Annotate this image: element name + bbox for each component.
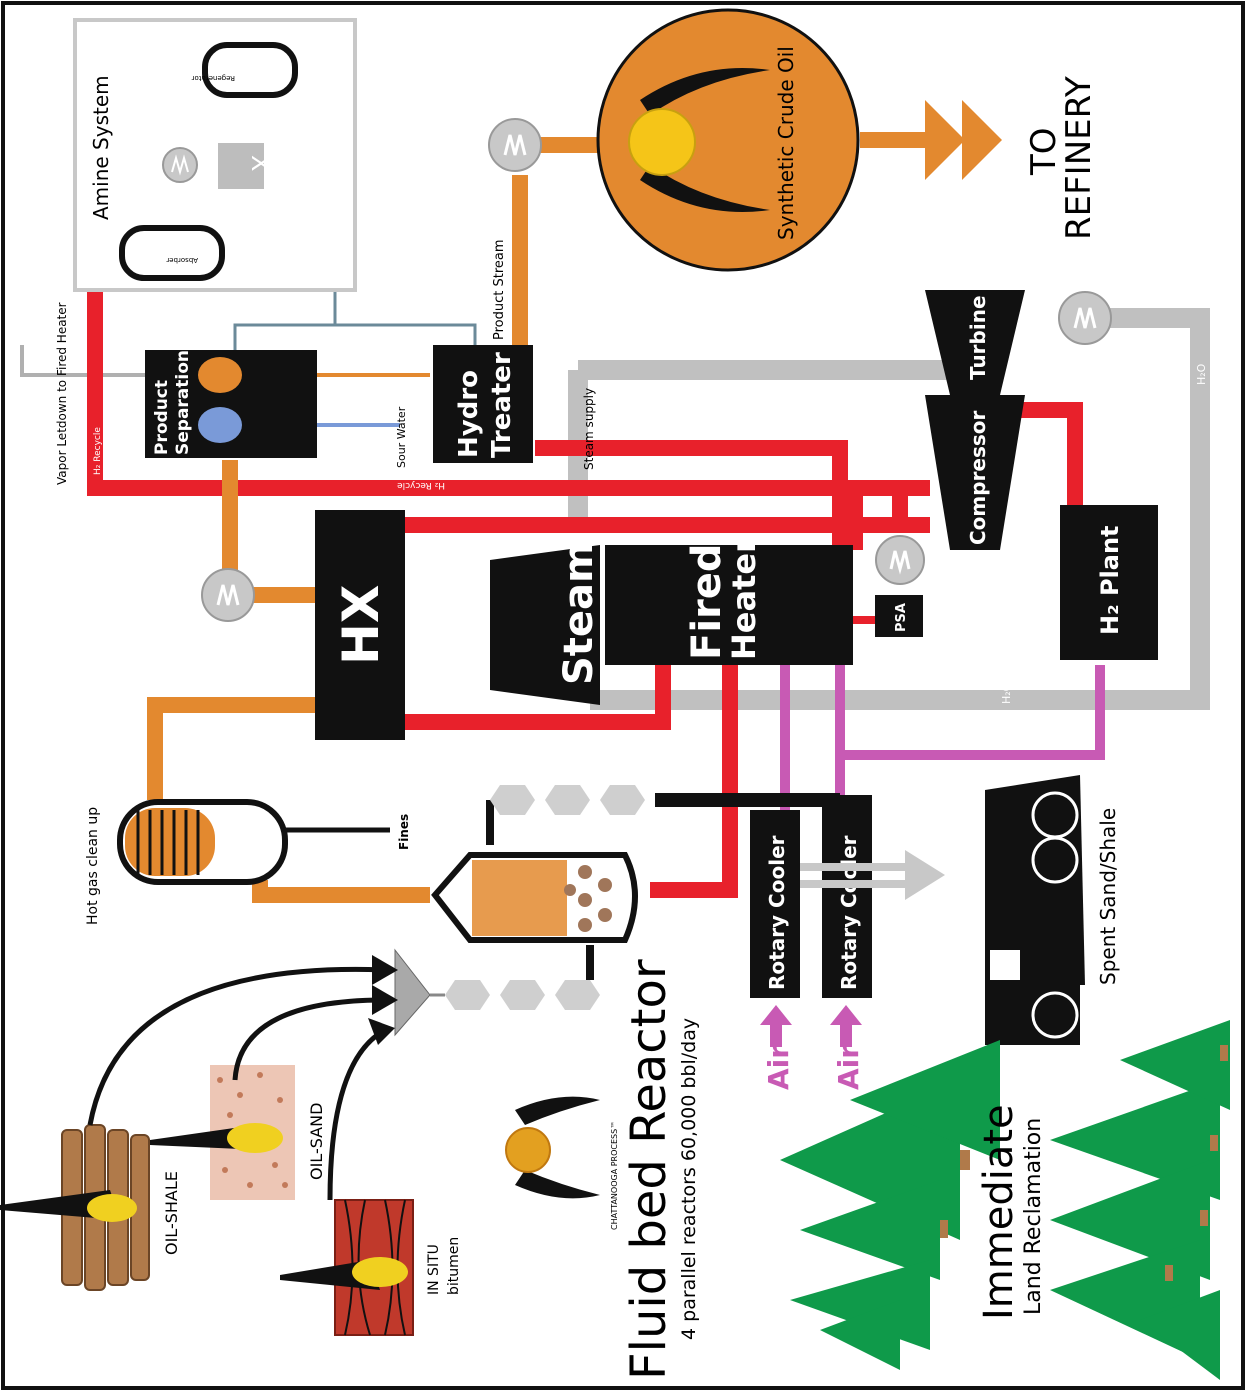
fines-label: Fines — [397, 814, 411, 850]
turbine-pump-icon — [1059, 292, 1111, 344]
immediate-label: Immediate — [976, 1104, 1022, 1320]
hydro-treater-label-1: Hydro — [454, 370, 484, 458]
product-stream-label: Product Stream — [492, 239, 507, 340]
oil-shale-label: OIL-SHALE — [162, 1171, 181, 1255]
refinery-arrow-2 — [962, 100, 1002, 180]
vapor-letdown-label: Vapor Letdown to Fired Heater — [55, 302, 69, 485]
hx-label: HX — [332, 585, 390, 665]
product-separation-label-2: Separation — [173, 350, 193, 455]
oil-sand-label: OIL-SAND — [307, 1103, 326, 1180]
compressor-label: Compressor — [966, 410, 990, 545]
air-1-label: Air — [762, 1045, 795, 1090]
rotary-cooler-1-label: Rotary Cooler — [765, 835, 789, 990]
psa-pump-icon — [876, 536, 924, 584]
fluid-bed-title: Fluid bed Reactor — [621, 959, 677, 1380]
fluid-bed-subtitle: 4 parallel reactors 60,000 bbl/day — [678, 1018, 700, 1340]
feed-hopper — [395, 950, 430, 1035]
in-situ-label-2: bitumen — [446, 1237, 462, 1295]
steam-supply-label: Steam supply — [582, 388, 596, 470]
reactor-hex-cells-top — [490, 785, 645, 815]
h2-plant-label: H₂ Plant — [1096, 525, 1124, 635]
spent-sand-arrow — [800, 850, 945, 900]
regenerator-vessel: Regenerator — [191, 45, 295, 95]
turbine-label: Turbine — [966, 295, 990, 380]
svg-text:Regenerator: Regenerator — [191, 74, 235, 82]
refinery-arrow-1 — [925, 100, 965, 180]
reactor-vessel — [435, 855, 635, 940]
vapor-letdown-line — [22, 345, 145, 375]
h2o-bottom-label: H₂O — [1000, 682, 1013, 704]
h2-recycle-mid-label: H₂ Recycle — [397, 480, 445, 490]
air-2-label: Air — [832, 1045, 865, 1090]
steam-label: Steam — [556, 541, 602, 685]
in-situ-icon — [280, 1200, 413, 1335]
reactor-hex-cells-bottom — [445, 980, 600, 1010]
amine-pump-icon — [163, 148, 197, 182]
h2o-right-label: H₂O — [1195, 363, 1208, 385]
crude-sun — [629, 109, 695, 175]
svg-text:Absorber: Absorber — [166, 256, 198, 264]
oil-shale-icon — [0, 1125, 149, 1290]
to-refinery-label-2: REFINERY — [1059, 76, 1099, 240]
hx-pump-icon — [202, 569, 254, 621]
air-arrow-1 — [760, 1005, 792, 1047]
sour-water-label: Sour Water — [395, 406, 408, 468]
hydro-treater-label-2: Treater — [487, 352, 517, 458]
synthetic-crude-label: Synthetic Crude Oil — [774, 46, 798, 240]
rotary-cooler-2-label: Rotary Cooler — [837, 835, 861, 990]
to-refinery-label-1: TO — [1024, 127, 1064, 176]
product-pump-icon — [489, 119, 541, 171]
product-separation-label-1: Product — [152, 380, 172, 455]
chattanooga-logo — [506, 1097, 600, 1199]
mixer-x-label: X — [246, 155, 274, 171]
fired-heater-label-1: Fired — [684, 543, 730, 660]
water-phase — [198, 407, 242, 443]
dump-truck-icon — [985, 775, 1085, 1045]
hot-gas-vessel — [120, 802, 285, 882]
psa-label: PSA — [894, 603, 909, 632]
oil-phase — [198, 357, 242, 393]
hot-gas-label: Hot gas clean up — [85, 807, 101, 925]
land-reclamation-label: Land Reclamation — [1021, 1118, 1046, 1315]
absorber-vessel: Absorber — [122, 228, 222, 278]
in-situ-label-1: IN SITU — [426, 1244, 442, 1295]
amine-system-label: Amine System — [89, 75, 113, 220]
h2-recycle-left-label: H₂ Recycle — [93, 427, 103, 475]
fired-heater-label-2: Heater — [725, 537, 763, 660]
air-arrow-2 — [830, 1005, 862, 1047]
spent-sand-label: Spent Sand/Shale — [1096, 808, 1120, 985]
chattanooga-label: CHATTANOOGA PROCESS™ — [610, 1121, 619, 1230]
